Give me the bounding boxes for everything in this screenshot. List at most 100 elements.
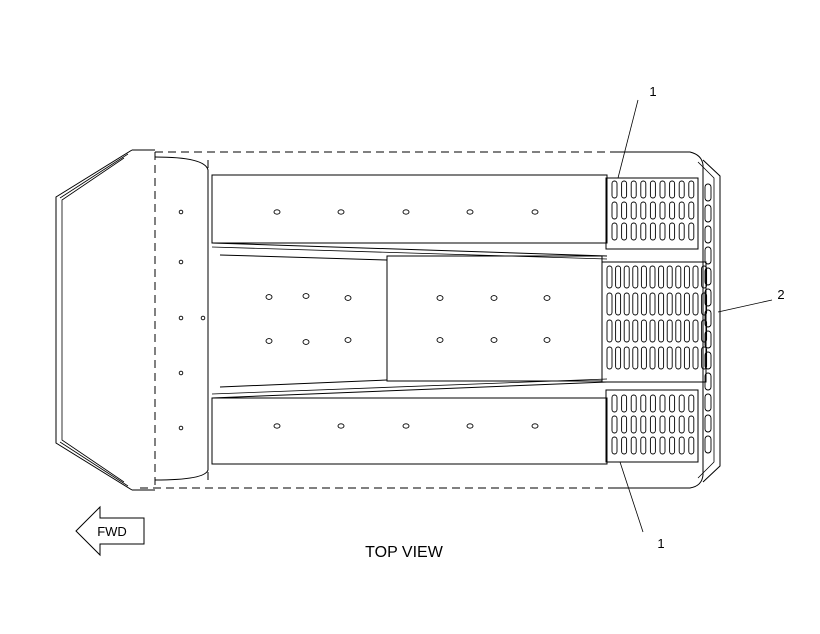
grate-slot xyxy=(623,346,630,370)
grate-slot xyxy=(688,201,695,220)
grate-slot xyxy=(621,180,628,199)
grate-slot xyxy=(688,180,695,199)
grate-slot xyxy=(623,319,630,343)
grate-slot xyxy=(704,309,712,328)
mounting-hole xyxy=(466,423,474,429)
grate-slot xyxy=(701,292,708,316)
grate-slot xyxy=(704,414,712,433)
mounting-hole xyxy=(273,209,281,215)
mounting-hole xyxy=(337,209,345,215)
grate-slot xyxy=(630,436,637,455)
grate-slot xyxy=(704,435,712,454)
grate-slot xyxy=(606,346,613,370)
grate-slot xyxy=(632,292,639,316)
grate-slot xyxy=(649,180,656,199)
mounting-hole xyxy=(178,425,184,431)
grate-slot xyxy=(649,222,656,241)
grate-slot xyxy=(640,222,647,241)
grate-slot xyxy=(659,394,666,413)
grate-slot xyxy=(649,394,656,413)
grate-slot xyxy=(611,415,618,434)
grate-slot xyxy=(632,265,639,289)
grate-slot xyxy=(666,346,673,370)
grate-slot xyxy=(704,225,712,244)
mounting-hole xyxy=(402,209,410,215)
grate-slot xyxy=(640,319,647,343)
grate-slot xyxy=(659,201,666,220)
grate-slot xyxy=(621,201,628,220)
grate-slot xyxy=(659,415,666,434)
mounting-hole xyxy=(302,293,310,299)
grate-slot xyxy=(649,319,656,343)
grate-slot xyxy=(640,394,647,413)
grate-slot xyxy=(675,346,682,370)
center-floor-panels xyxy=(219,254,603,388)
grate-slot xyxy=(701,265,708,289)
right-side-rails xyxy=(211,378,608,465)
grate-slot xyxy=(683,292,690,316)
grate-slot xyxy=(666,292,673,316)
grate-slot xyxy=(611,180,618,199)
grate-slot xyxy=(649,346,656,370)
grate-slot xyxy=(611,222,618,241)
grate-slot xyxy=(704,204,712,223)
mounting-hole xyxy=(178,370,184,376)
grate-slot xyxy=(669,222,676,241)
mounting-hole xyxy=(402,423,410,429)
grate-slot xyxy=(640,292,647,316)
grate-slot xyxy=(678,436,685,455)
front-cross-member xyxy=(154,156,209,481)
grate-slot xyxy=(630,180,637,199)
mounting-hole xyxy=(344,337,352,343)
grate-slot xyxy=(630,394,637,413)
mounting-hole xyxy=(265,294,273,300)
mounting-hole xyxy=(178,259,184,265)
grate-slot xyxy=(688,415,695,434)
grate-slot xyxy=(675,292,682,316)
grate-slot xyxy=(606,265,613,289)
grate-slot xyxy=(630,222,637,241)
mounting-hole xyxy=(490,337,498,343)
grate-slot xyxy=(669,415,676,434)
grate-slot xyxy=(659,180,666,199)
fwd-arrow: FWD xyxy=(75,505,145,557)
mounting-hole xyxy=(344,295,352,301)
grate-slot xyxy=(669,201,676,220)
grate-slot xyxy=(615,265,622,289)
grate-plate xyxy=(605,389,699,463)
front-nose xyxy=(55,149,155,491)
grate-plate xyxy=(601,261,707,383)
grate-slot xyxy=(669,436,676,455)
grate-slot xyxy=(692,346,699,370)
callout-right: 2 xyxy=(777,287,784,302)
grate-slot xyxy=(701,346,708,370)
grate-slot xyxy=(669,394,676,413)
grate-slot xyxy=(683,346,690,370)
grate-slot xyxy=(692,319,699,343)
grate-slot xyxy=(669,180,676,199)
grate-slot xyxy=(649,265,656,289)
grate-slot xyxy=(678,201,685,220)
grate-slot xyxy=(658,292,665,316)
grate-slot xyxy=(623,292,630,316)
grate-slot xyxy=(683,319,690,343)
grate-slot xyxy=(659,436,666,455)
grate-slot xyxy=(632,346,639,370)
grate-slot xyxy=(640,436,647,455)
mounting-hole xyxy=(436,295,444,301)
grate-slot xyxy=(611,201,618,220)
grate-slot xyxy=(704,246,712,265)
grate-slot xyxy=(658,265,665,289)
fwd-label: FWD xyxy=(97,524,127,539)
grate-slots xyxy=(601,177,712,463)
grate-slot xyxy=(678,180,685,199)
mounting-hole xyxy=(466,209,474,215)
mounting-hole xyxy=(302,339,310,345)
mounting-hole xyxy=(178,209,184,215)
grate-slot xyxy=(640,201,647,220)
callout-top: 1 xyxy=(649,84,656,99)
grate-slot xyxy=(621,436,628,455)
grate-slot xyxy=(704,288,712,307)
grate-slot xyxy=(683,265,690,289)
